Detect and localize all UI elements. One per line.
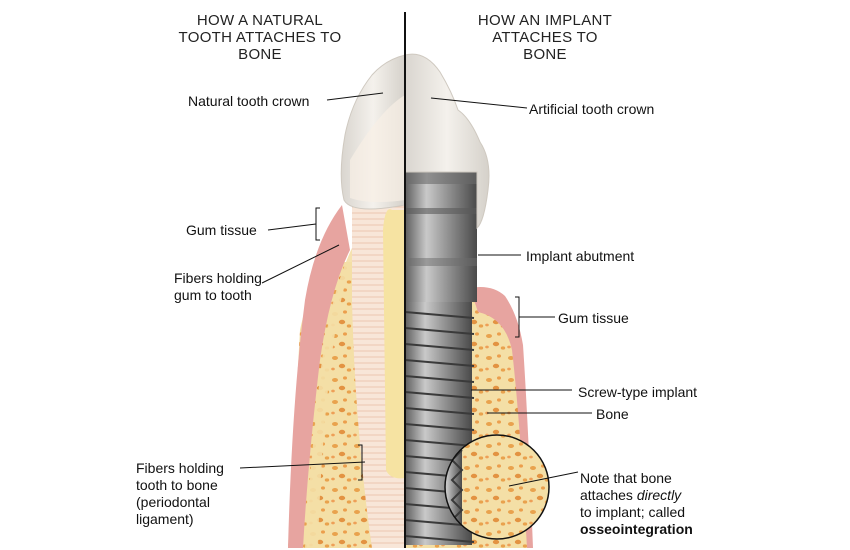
label-screw-type-implant: Screw-type implant [578,384,698,400]
right-gum-shape [470,287,533,548]
label-fibers-gum: Fibers holding gum to tooth [174,270,262,304]
left-gum-shape [288,205,350,548]
heading-implant-line-1: HOW AN IMPLANT [477,12,613,29]
label-fibers-gum-line-1: Fibers holding [174,270,262,286]
note-line-2-emphasis: directly [636,487,682,503]
label-fibers-bone-line-1: Fibers holding [136,460,224,476]
heading-natural-line-1: HOW A NATURAL [196,12,324,29]
label-bone: Bone [596,406,629,422]
label-implant-abutment: Implant abutment [526,248,635,264]
label-gum-tissue-left: Gum tissue [186,222,257,238]
label-artificial-tooth-crown: Artificial tooth crown [529,101,655,117]
osseointegration-detail-circle [445,435,549,539]
heading-natural-line-3: BONE [238,46,282,63]
heading-natural: HOW A NATURAL TOOTH ATTACHES TO BONE [165,12,355,63]
label-fibers-bone: Fibers holding tooth to bone (periodonta… [136,460,224,528]
implant-side [404,53,550,548]
heading-natural-line-2: TOOTH ATTACHES TO [178,29,342,46]
pulp-canal [383,209,405,479]
note-line-3: to implant; called [580,504,686,520]
label-fibers-bone-line-4: ligament) [136,511,194,527]
heading-implant-line-3: BONE [523,46,567,63]
implant-abutment-shape [405,172,477,302]
heading-implant: HOW AN IMPLANT ATTACHES TO BONE [460,12,630,63]
leader-lines [239,92,592,487]
note-line-2: attaches directly [580,487,693,504]
note-line-4-term: osseointegration [580,521,693,537]
natural-tooth-side [288,54,406,548]
label-fibers-bone-line-2: tooth to bone [136,477,218,493]
note-line-1: Note that bone [580,470,672,486]
label-osseointegration-note: Note that bone attaches directly to impl… [580,470,693,538]
label-natural-tooth-crown: Natural tooth crown [188,93,310,109]
note-line-2-text: attaches [580,487,637,503]
label-fibers-gum-line-2: gum to tooth [174,287,252,303]
label-fibers-bone-line-3: (periodontal [136,494,210,510]
heading-implant-line-2: ATTACHES TO [492,29,598,46]
label-gum-tissue-right: Gum tissue [558,310,629,326]
artificial-crown-shape [404,53,490,230]
